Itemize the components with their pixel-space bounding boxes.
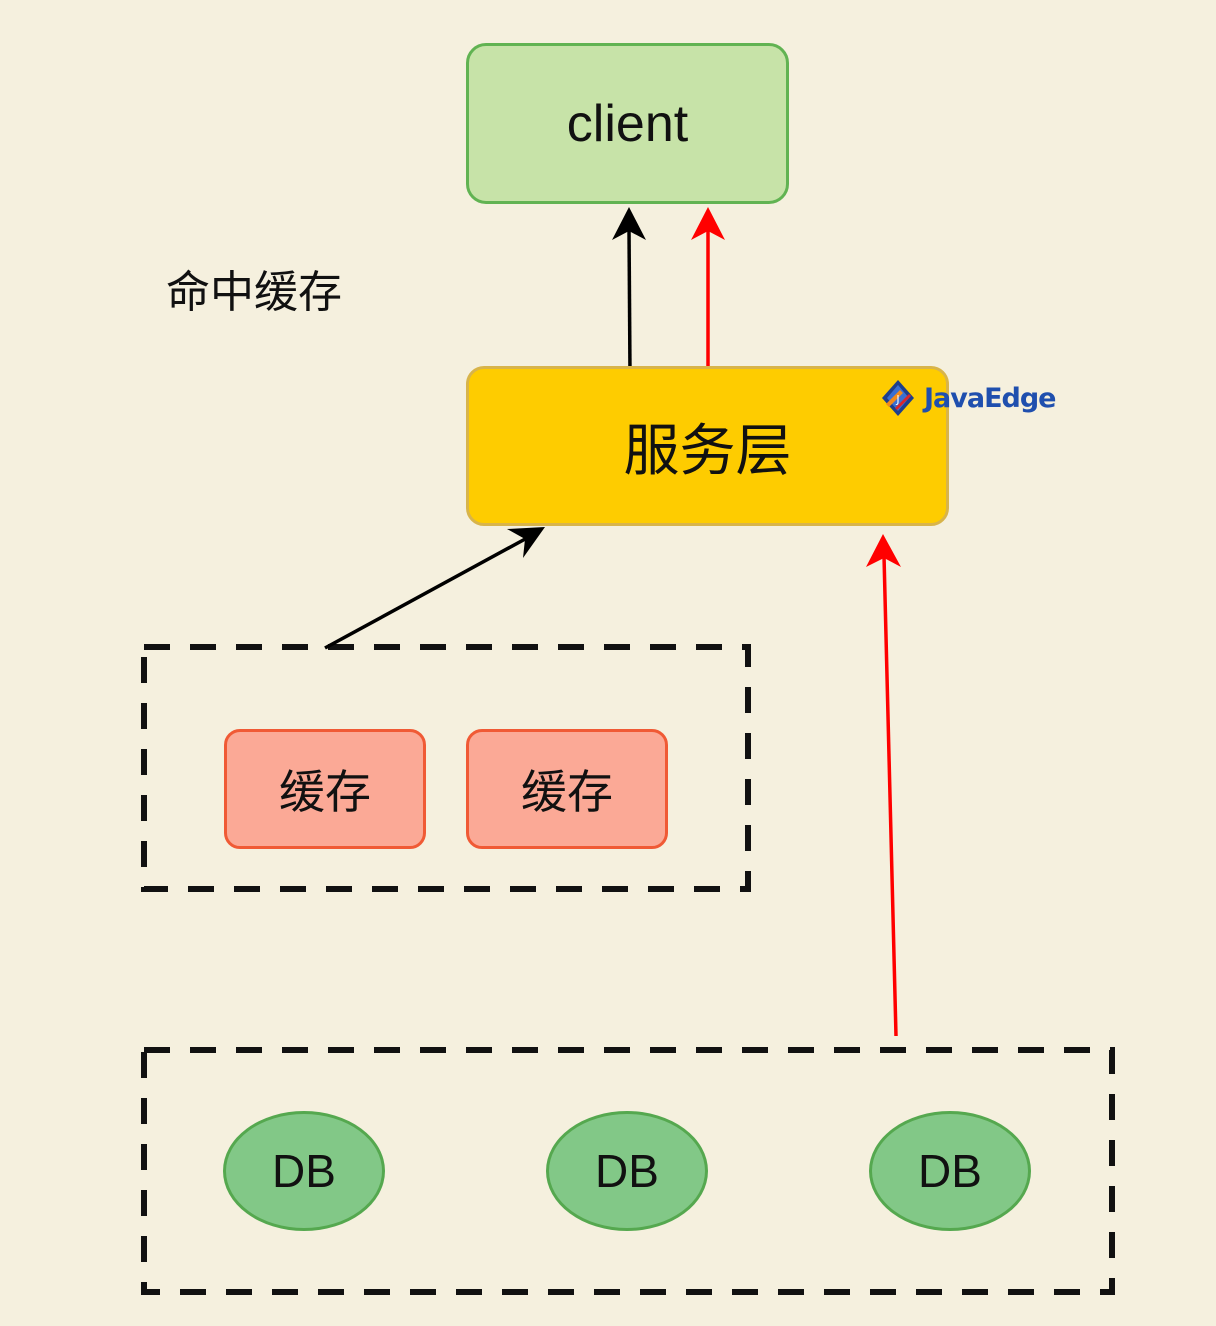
service-layer-label: 服务层	[623, 418, 792, 484]
watermark: J JavaEdge	[878, 376, 1056, 420]
db-group-boundary	[141, 1047, 1115, 1295]
db-node-1: DB	[223, 1111, 385, 1231]
cache-group-boundary	[141, 644, 751, 892]
arrow-db-to-service	[866, 534, 901, 1037]
svg-text:J: J	[895, 393, 899, 406]
cache-label-1: 缓存	[279, 765, 371, 819]
watermark-text: JavaEdge	[924, 382, 1056, 414]
db-label-1: DB	[272, 1145, 336, 1197]
db-label-2: DB	[595, 1145, 659, 1197]
db-node-2: DB	[546, 1111, 708, 1231]
arrow-cache-to-service	[324, 527, 545, 650]
client-label: client	[566, 94, 689, 153]
service-layer-node: 服务层	[466, 366, 949, 526]
arrow-service-to-client-red	[691, 207, 725, 366]
client-node: client	[466, 43, 789, 204]
arrow-service-to-client-black	[612, 207, 646, 375]
db-node-3: DB	[869, 1111, 1031, 1231]
hit-cache-label: 命中缓存	[166, 267, 342, 318]
cache-label-2: 缓存	[521, 765, 613, 819]
cache-node-1: 缓存	[224, 729, 426, 849]
javaedge-logo-icon: J	[882, 380, 914, 416]
db-label-3: DB	[918, 1145, 982, 1197]
cache-node-2: 缓存	[466, 729, 668, 849]
